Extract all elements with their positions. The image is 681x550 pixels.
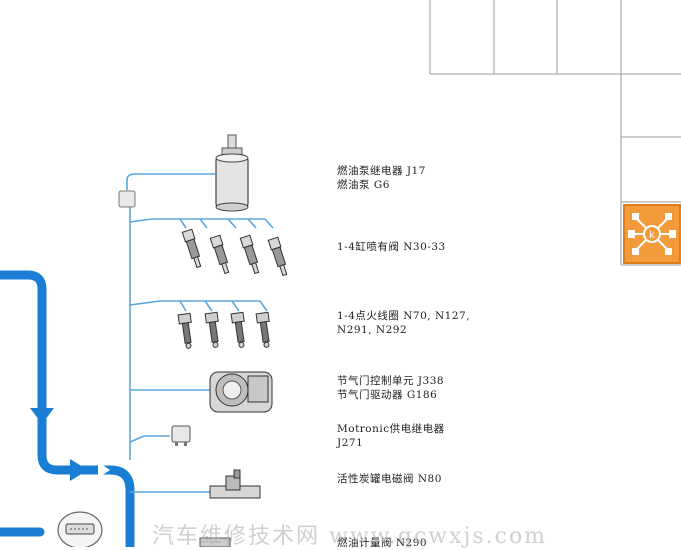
label-fuel-metering: 燃油计量阀 N290 (337, 536, 427, 550)
data-bus (0, 270, 135, 547)
svg-text:k: k (649, 230, 655, 241)
fuel-metering-valve-icon (199, 537, 231, 547)
nav-grid (429, 0, 681, 266)
solenoid-valve-icon (209, 469, 261, 499)
label-line: 1-4点火线圈 N70, N127, (337, 310, 471, 322)
fuel-pump-icon (215, 134, 249, 212)
wiring-harness (126, 173, 274, 493)
throttle-body-icon (209, 371, 273, 413)
label-line: 燃油泵继电器 J17 (337, 165, 426, 177)
injector-icon (267, 236, 288, 277)
watermark: 汽车维修技术网 www.qcwxjs.com (152, 524, 548, 549)
label-fuel-pump: 燃油泵继电器 J17 燃油泵 G6 (337, 164, 426, 192)
label-evap-valve: 活性炭罐电磁阀 N80 (337, 472, 442, 486)
ignition-coil-icon (177, 312, 192, 349)
bus-arrows (30, 408, 110, 481)
label-line: 燃油泵 G6 (337, 179, 390, 191)
label-line: N291, N292 (337, 324, 408, 336)
ignition-coil-icon-group (177, 311, 270, 349)
obd-connector-icon (57, 511, 103, 547)
ignition-coil-icon (255, 311, 270, 348)
label-throttle: 节气门控制单元 J338 节气门驱动器 G186 (337, 374, 444, 402)
ignition-coil-icon (230, 311, 245, 348)
label-line: 活性炭罐电磁阀 N80 (337, 473, 442, 485)
injector-icon (209, 234, 230, 275)
label-line: Motronic供电继电器 (337, 423, 445, 435)
relay-icon (171, 425, 191, 446)
label-line: 燃油计量阀 N290 (337, 537, 428, 549)
ignition-coil-icon (204, 311, 219, 348)
label-line: 节气门驱动器 G186 (337, 389, 438, 401)
label-line: 节气门控制单元 J338 (337, 375, 445, 387)
injector-icon (181, 228, 202, 269)
label-ignition-coils: 1-4点火线圈 N70, N127, N291, N292 (337, 309, 470, 337)
injector-icon (239, 234, 260, 275)
network-nav-button[interactable]: k (623, 204, 681, 264)
label-line: 1-4缸喷有阀 N30-33 (337, 241, 446, 253)
injector-icon-group (181, 228, 288, 277)
network-nav-icon: k (628, 213, 676, 255)
label-motronic-relay: Motronic供电继电器 J271 (337, 422, 445, 450)
label-line: J271 (337, 437, 364, 449)
label-injectors: 1-4缸喷有阀 N30-33 (337, 240, 446, 254)
junction-relay-icon (118, 190, 136, 208)
